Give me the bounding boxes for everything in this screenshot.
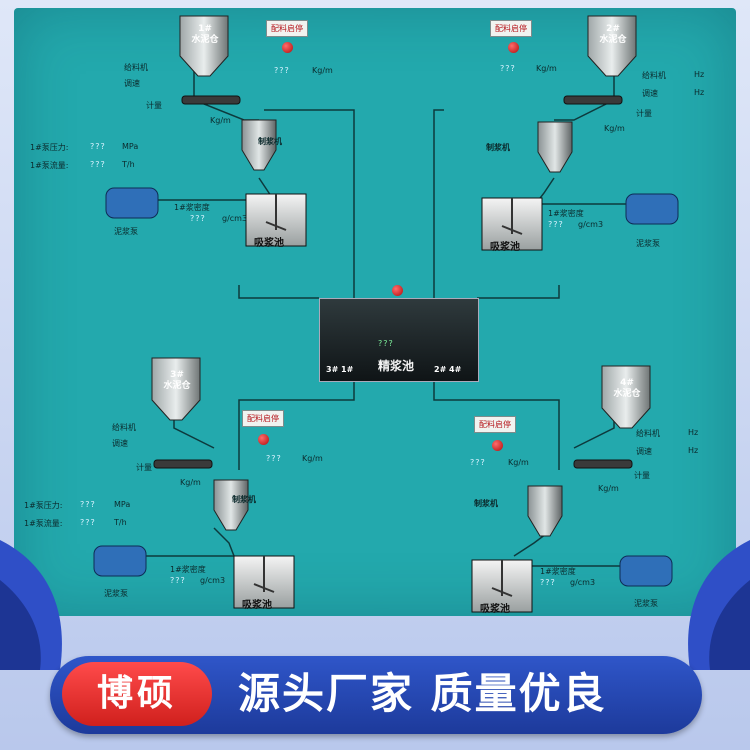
- slogan-text: 源头厂家 质量优良: [238, 669, 607, 718]
- unit-kgm: Kg/m: [210, 116, 231, 125]
- unit-kgm: Kg/m: [604, 124, 625, 133]
- pump-flow-label: 1#泵流量:: [30, 161, 69, 170]
- suction-pool-label: 吸浆池: [254, 238, 284, 249]
- silo-4-label: 4# 水泥仓: [613, 378, 641, 399]
- feed-startstop-button-4[interactable]: 配料启停: [474, 416, 516, 433]
- regulate-label: 调速: [124, 79, 140, 88]
- grout-pump-label: 泥浆泵: [634, 599, 658, 608]
- slurry-density-value: ???: [548, 220, 564, 229]
- unit-hz: Hz: [688, 428, 699, 437]
- brand-button[interactable]: 博硕: [62, 662, 212, 726]
- mixer-label: 制浆机: [486, 143, 510, 152]
- unit-gcm3: g/cm3: [200, 576, 226, 585]
- unit-kgm: Kg/m: [312, 66, 333, 75]
- refined-pool-panel: 精浆池 3# 1# 2# 4# ???: [319, 285, 479, 382]
- grout-pump-label: 泥浆泵: [114, 227, 138, 236]
- regulate-label: 调速: [112, 439, 128, 448]
- status-indicator: [492, 440, 503, 451]
- agitator-indicator: [392, 285, 403, 296]
- unit-kgm: Kg/m: [598, 484, 619, 493]
- unit-gcm3: g/cm3: [570, 578, 596, 587]
- suction-pool-label: 吸浆池: [490, 242, 520, 253]
- grout-pump-label: 泥浆泵: [636, 239, 660, 248]
- level-value: ???: [378, 339, 394, 348]
- mixer-label: 制浆机: [258, 137, 282, 146]
- slurry-density-label: 1#浆密度: [548, 209, 584, 218]
- unit-th: T/h: [122, 160, 135, 169]
- value: ???: [470, 458, 486, 467]
- meter-label: 计量: [634, 471, 650, 480]
- pump-flow-label: 1#泵流量:: [24, 519, 63, 528]
- silo-3-label: 3# 水泥仓: [163, 370, 191, 391]
- status-indicator: [258, 434, 269, 445]
- unit-hz: Hz: [688, 446, 699, 455]
- meter-label: 计量: [636, 109, 652, 118]
- unit-kgm: Kg/m: [180, 478, 201, 487]
- unit-mpa: MPa: [122, 142, 139, 151]
- feeder-label: 给料机: [642, 71, 666, 80]
- pump-flow-value: ???: [80, 518, 96, 527]
- regulate-label: 调速: [636, 447, 652, 456]
- unit-kgm: Kg/m: [536, 64, 557, 73]
- slurry-density-value: ???: [190, 214, 206, 223]
- silo-1-label: 1# 水泥仓: [191, 24, 219, 45]
- suction-pool-label: 吸浆池: [242, 600, 272, 611]
- mixer-label: 制浆机: [474, 499, 498, 508]
- refined-pool-label: 精浆池: [378, 359, 415, 373]
- unit-th: T/h: [114, 518, 127, 527]
- pump-pressure-label: 1#泵压力:: [30, 143, 69, 152]
- value: ???: [266, 454, 282, 463]
- pump-flow-value: ???: [90, 160, 106, 169]
- slurry-density-value: ???: [540, 578, 556, 587]
- pump-24-label: 2# 4#: [434, 365, 462, 374]
- unit-gcm3: g/cm3: [578, 220, 604, 229]
- slurry-density-label: 1#浆密度: [174, 203, 210, 212]
- mixer-label: 制浆机: [232, 495, 256, 504]
- value: ???: [500, 64, 516, 73]
- slurry-density-label: 1#浆密度: [170, 565, 206, 574]
- feed-startstop-button-3[interactable]: 配料启停: [242, 410, 284, 427]
- slurry-density-value: ???: [170, 576, 186, 585]
- pump-pressure-value: ???: [90, 142, 106, 151]
- value: ???: [274, 66, 290, 75]
- suction-pool-label: 吸浆池: [480, 604, 510, 615]
- regulate-label: 调速: [642, 89, 658, 98]
- promo-banner: 博硕 源头厂家 质量优良: [0, 636, 750, 746]
- ribbon-decoration-left: [0, 540, 62, 670]
- feed-startstop-button-1[interactable]: 配料启停: [266, 20, 308, 37]
- meter-label: 计量: [146, 101, 162, 110]
- slurry-density-label: 1#浆密度: [540, 567, 576, 576]
- meter-label: 计量: [136, 463, 152, 472]
- status-indicator: [282, 42, 293, 53]
- feeder-label: 给料机: [124, 63, 148, 72]
- silo-2-label: 2# 水泥仓: [599, 24, 627, 45]
- feed-startstop-button-2[interactable]: 配料启停: [490, 20, 532, 37]
- feeder-label: 给料机: [112, 423, 136, 432]
- hmi-screen: 1# 水泥仓 2# 水泥仓 3# 水泥仓 4# 水泥仓 配料启停 配料启停 配料…: [14, 8, 736, 616]
- unit-mpa: MPa: [114, 500, 131, 509]
- unit-gcm3: g/cm3: [222, 214, 248, 223]
- feeder-label: 给料机: [636, 429, 660, 438]
- process-lines: [93, 15, 679, 613]
- unit-kgm: Kg/m: [508, 458, 529, 467]
- unit-kgm: Kg/m: [302, 454, 323, 463]
- pump-pressure-value: ???: [80, 500, 96, 509]
- unit-hz: Hz: [694, 88, 705, 97]
- grout-pump-label: 泥浆泵: [104, 589, 128, 598]
- pump-pressure-label: 1#泵压力:: [24, 501, 63, 510]
- ribbon-decoration-right: [688, 540, 750, 670]
- pump-13-label: 3# 1#: [326, 365, 354, 374]
- status-indicator: [508, 42, 519, 53]
- unit-hz: Hz: [694, 70, 705, 79]
